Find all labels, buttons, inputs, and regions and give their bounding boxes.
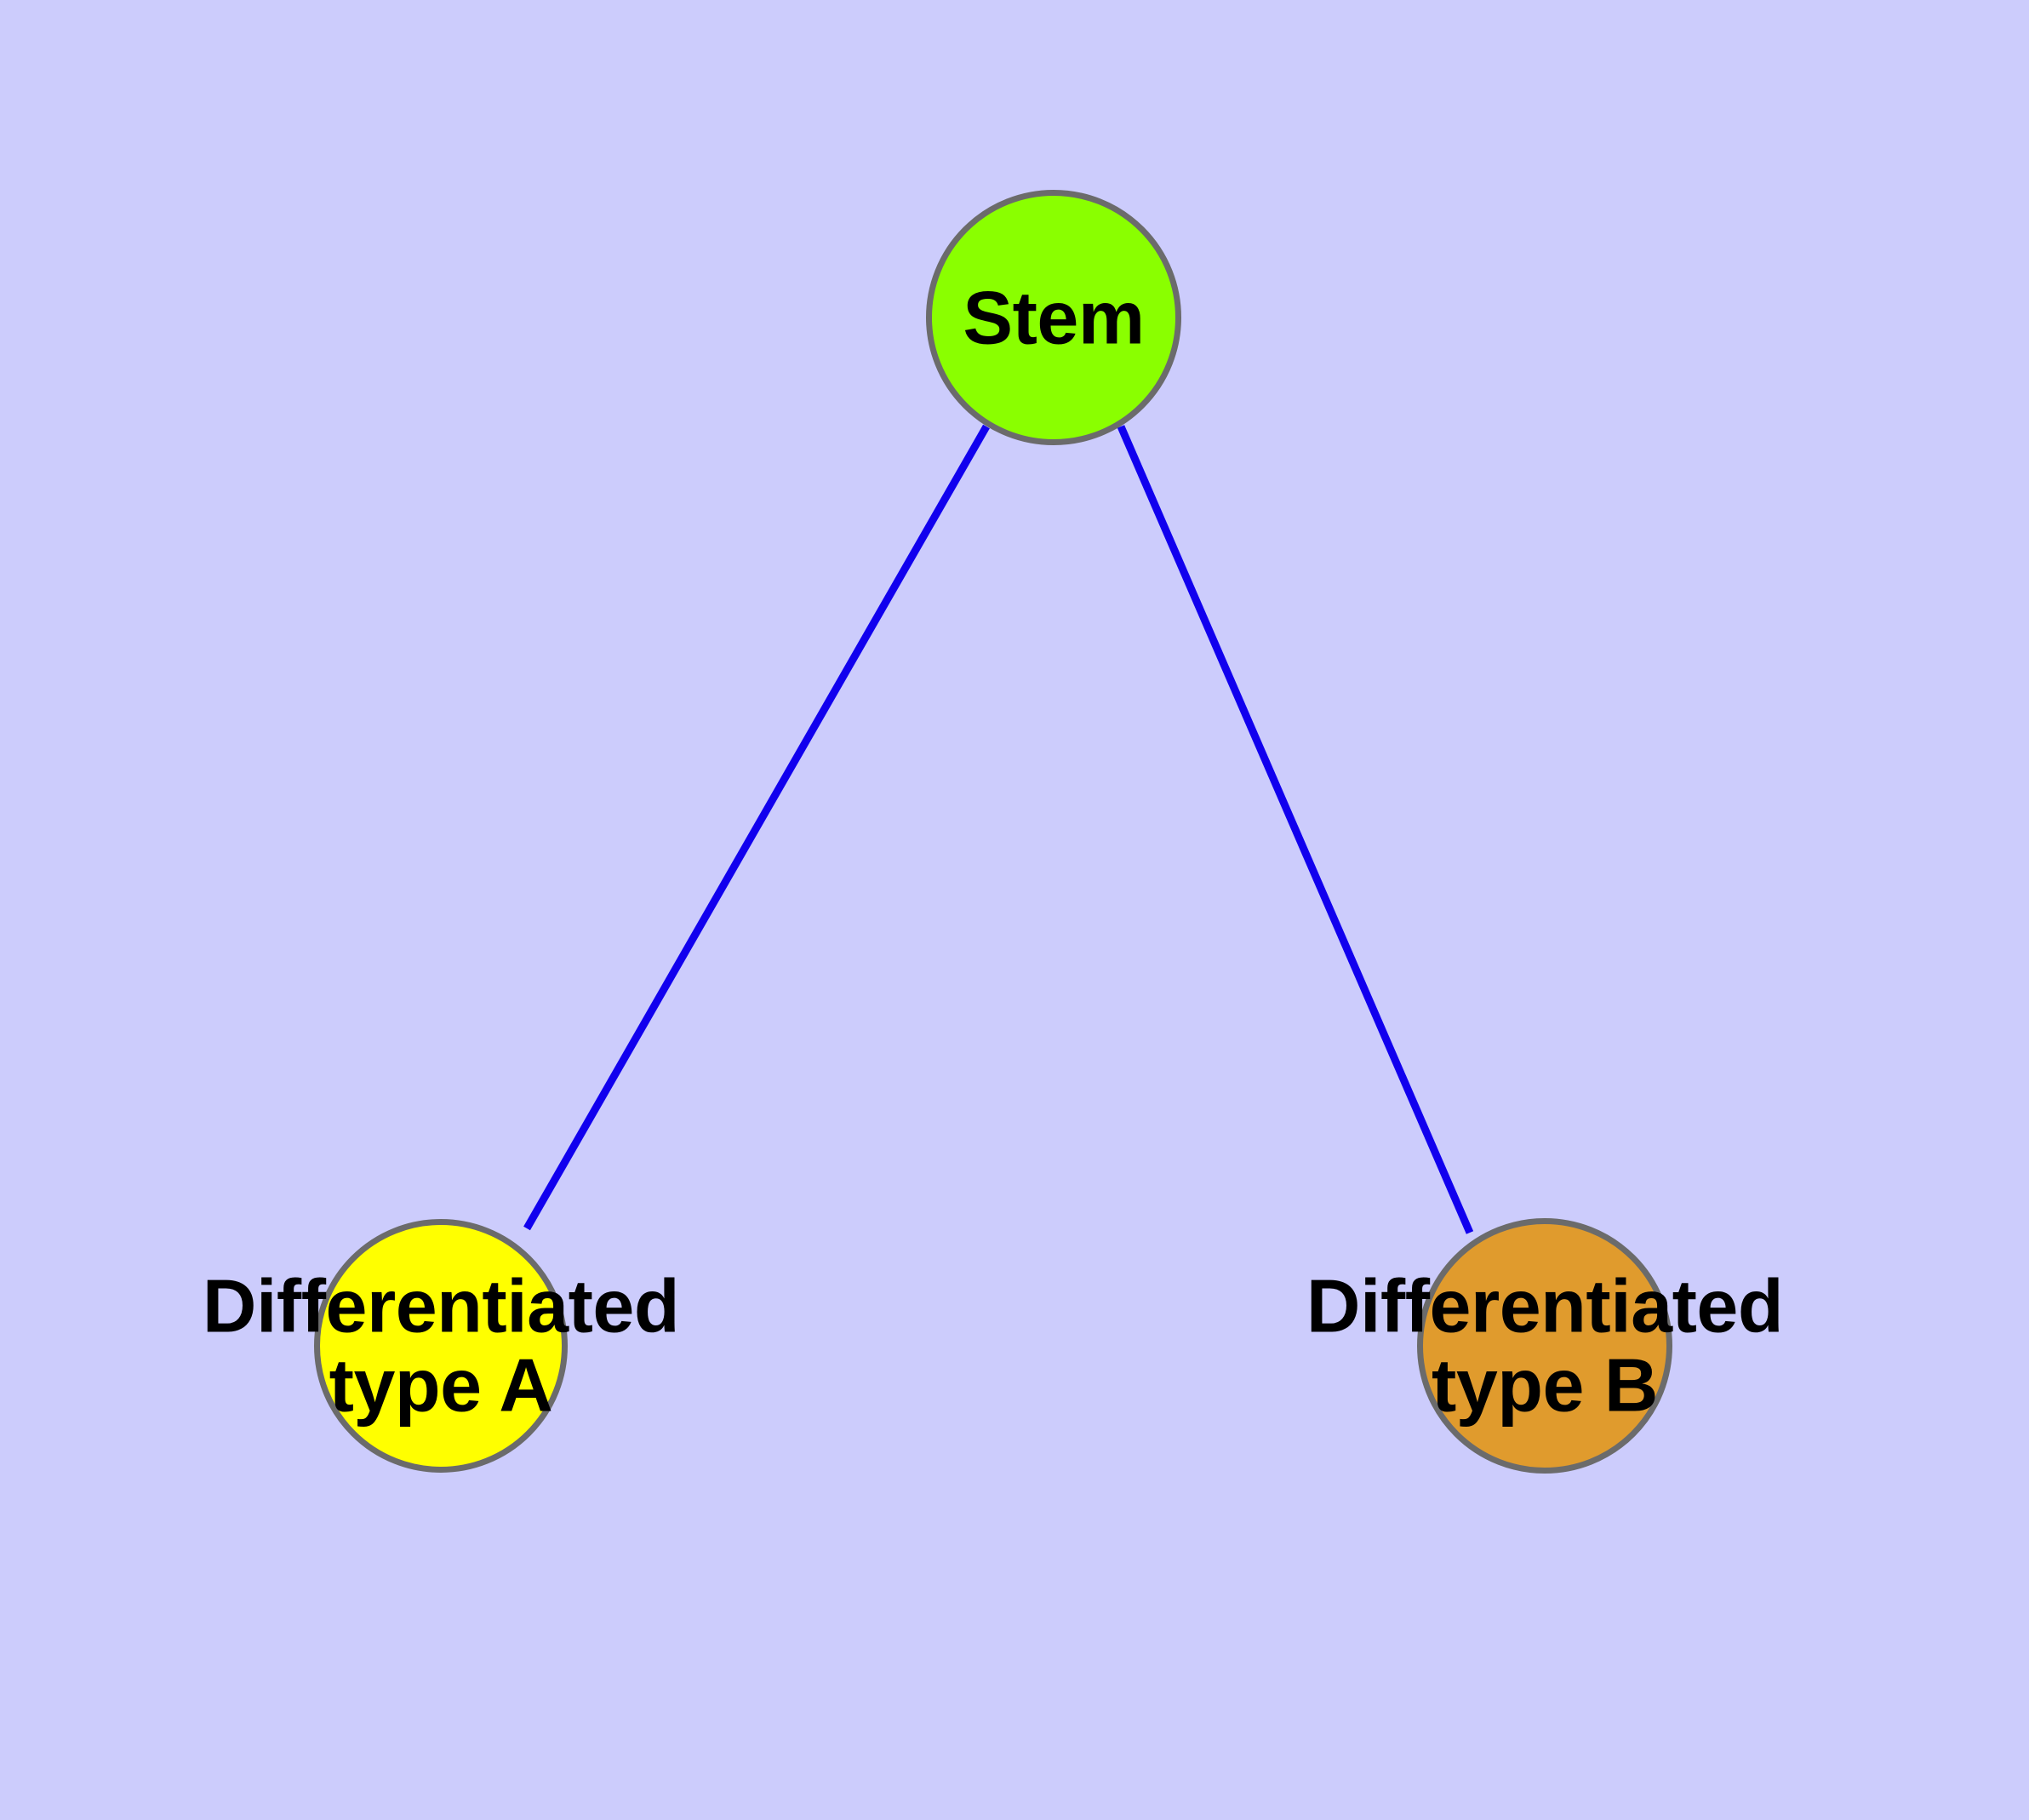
node-stem[interactable] — [926, 190, 1181, 445]
node-differentiated-type-b[interactable] — [1417, 1218, 1672, 1474]
node-differentiated-type-a[interactable] — [314, 1219, 568, 1473]
